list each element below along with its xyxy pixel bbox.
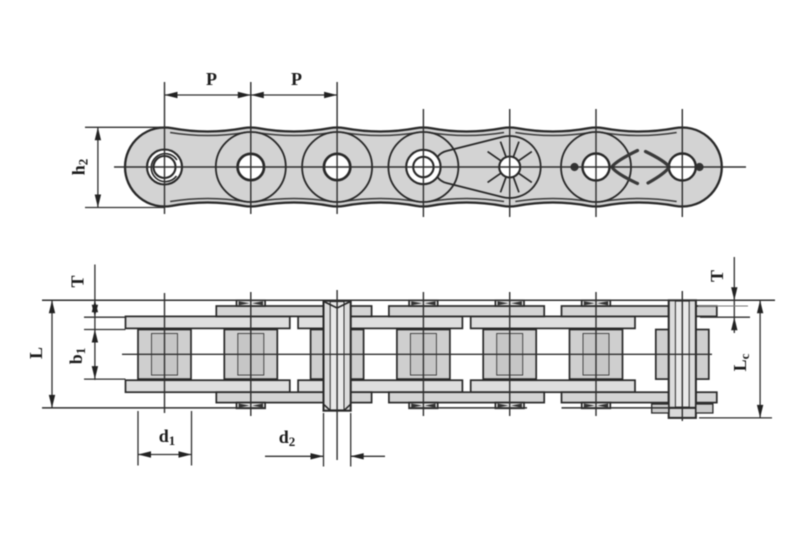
svg-text:P: P	[206, 69, 217, 89]
svg-text:L: L	[26, 347, 46, 359]
svg-text:P: P	[291, 69, 302, 89]
svg-text:T: T	[707, 270, 727, 282]
svg-text:T: T	[68, 275, 88, 287]
